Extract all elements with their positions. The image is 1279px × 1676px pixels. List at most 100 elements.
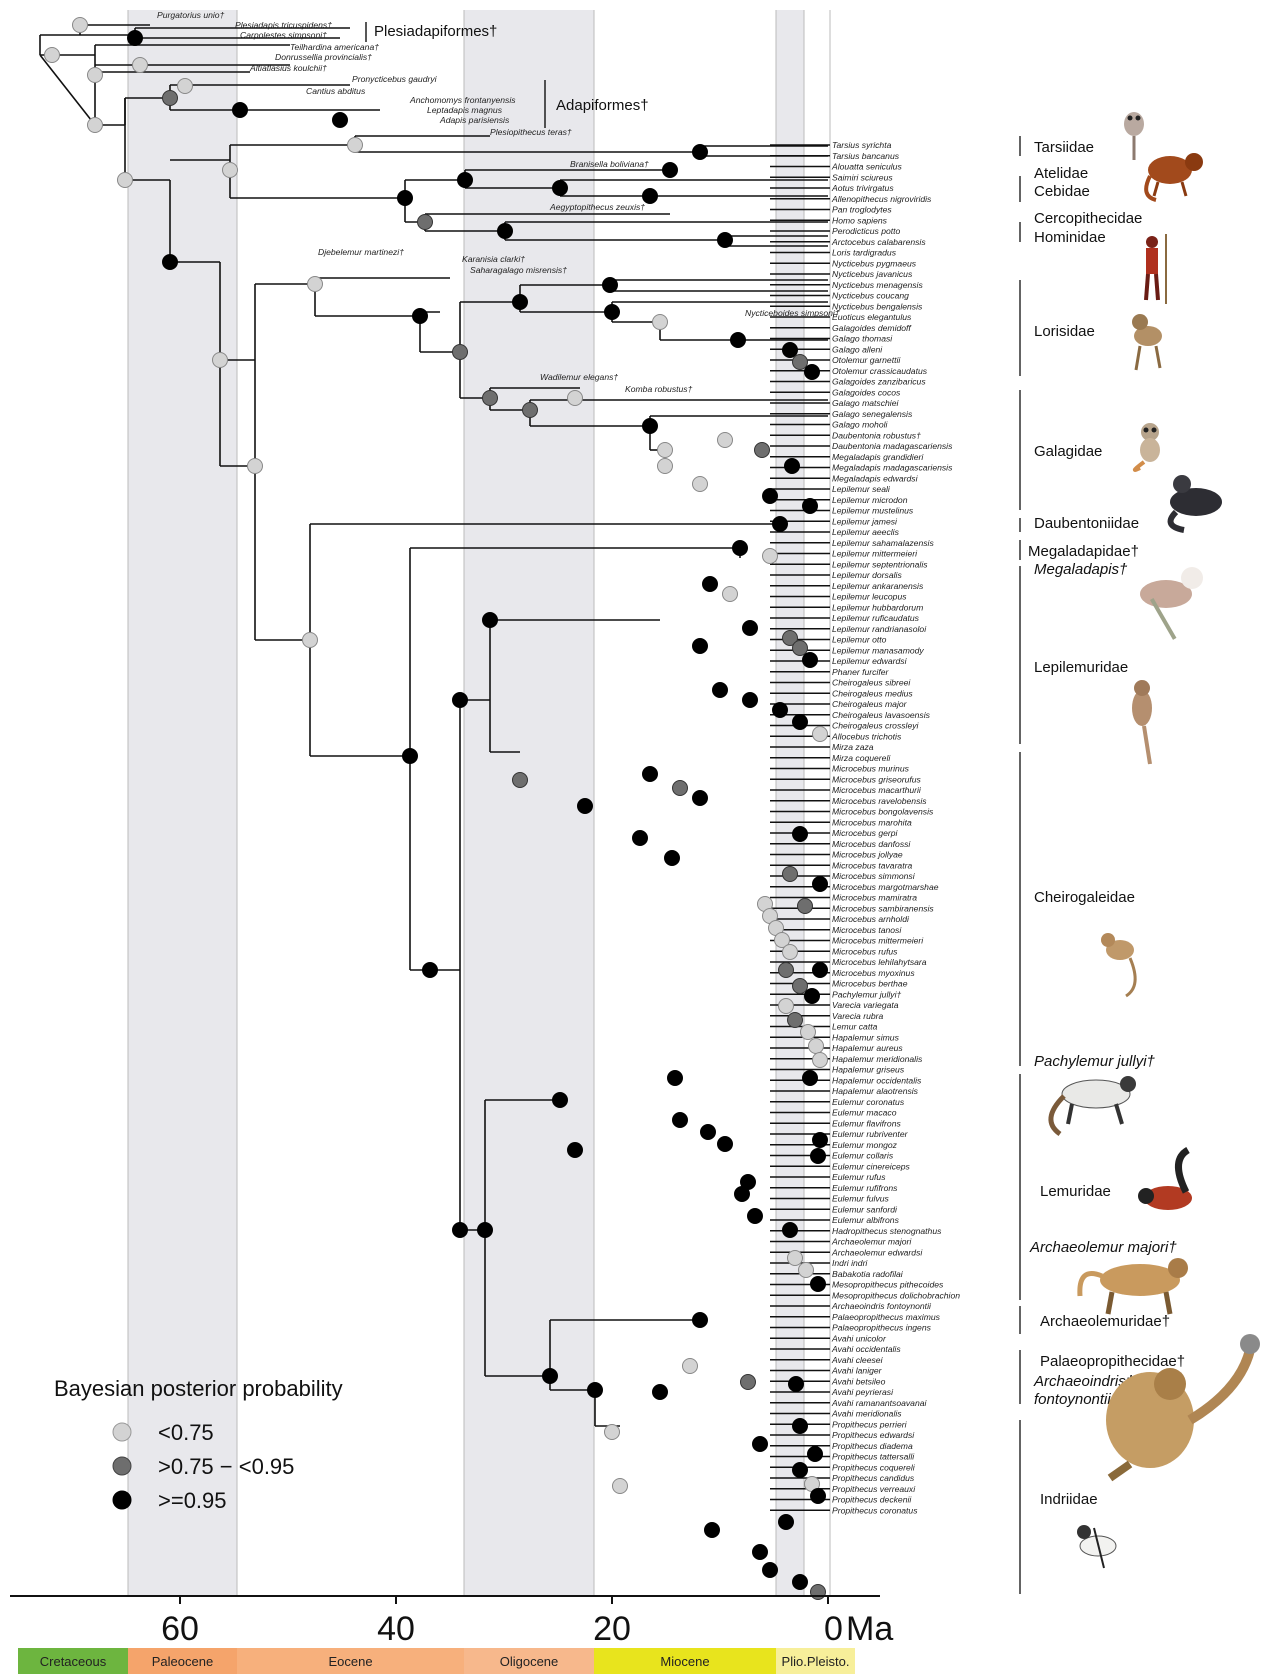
fossil-label: Wadilemur elegans† <box>540 372 618 382</box>
support-node <box>813 1053 828 1068</box>
tip-label: Propithecus edwardsi <box>832 1430 915 1440</box>
tip-label: Eulemur sanfordi <box>832 1204 898 1214</box>
support-node <box>118 173 133 188</box>
tip-label: Mesopropithecus dolichobrachion <box>832 1290 960 1300</box>
tip-label: Eulemur coronatus <box>832 1097 905 1107</box>
support-node <box>793 641 808 656</box>
support-node <box>793 355 808 370</box>
support-node <box>568 391 583 406</box>
epoch-label: Eocene <box>328 1654 372 1669</box>
support-node <box>731 333 746 348</box>
loris-illustration <box>1132 314 1162 370</box>
tip-label: Lepilemur randrianasoloi <box>832 624 927 634</box>
tip-label: Lepilemur otto <box>832 635 887 645</box>
tip-label: Lepilemur microdon <box>832 495 908 505</box>
tip-label: Eulemur collaris <box>832 1151 894 1161</box>
tip-label: Propithecus verreauxi <box>832 1484 916 1494</box>
tip-label: Eulemur albifrons <box>832 1215 900 1225</box>
support-node <box>478 1223 493 1238</box>
fossil-label: Plesiopithecus teras† <box>490 127 572 137</box>
fossil-label: Altiatlasius koulchii† <box>249 63 327 73</box>
fossil-label: Pronycticebus gaudryi <box>352 74 438 84</box>
tip-label: Propithecus perrieri <box>832 1419 908 1429</box>
support-node <box>813 963 828 978</box>
support-node <box>808 1447 823 1462</box>
tip-label: Perodicticus potto <box>832 226 901 236</box>
tip-label: Avahi betsileo <box>831 1376 886 1386</box>
tip-label: Lepilemur mittermeieri <box>832 549 918 559</box>
support-node <box>703 577 718 592</box>
tip-label: Aotus trivirgatus <box>831 183 894 193</box>
tip-label: Eulemur rufifrons <box>832 1183 898 1193</box>
support-node <box>723 587 738 602</box>
support-node <box>523 403 538 418</box>
tip-label: Euoticus elegantulus <box>832 312 912 322</box>
axis-tick-60: 60 <box>161 1610 199 1648</box>
tip-label: Indri indri <box>832 1258 868 1268</box>
tip-label: Eulemur flavifrons <box>832 1118 901 1128</box>
support-node <box>713 683 728 698</box>
tip-label: Lepilemur sahamalazensis <box>832 538 934 548</box>
support-node <box>779 999 794 1014</box>
tip-label: Eulemur rufus <box>832 1172 886 1182</box>
support-node <box>753 1437 768 1452</box>
group-label-adapiformes: Adapiformes† <box>556 97 649 114</box>
legend-swatch-mid <box>113 1457 131 1475</box>
tip-label: Hapalemur occidentalis <box>832 1075 922 1085</box>
plio-band <box>776 10 804 1595</box>
support-node <box>413 309 428 324</box>
tip-label: Avahi cleesei <box>831 1355 884 1365</box>
tip-label: Lepilemur jamesi <box>832 516 898 526</box>
tip-label: Galago alleni <box>832 344 883 354</box>
tip-label: Lepilemur dorsalis <box>832 570 902 580</box>
tip-label: Pachylemur jullyi† <box>832 989 901 999</box>
epoch-label: Cretaceous <box>40 1654 107 1669</box>
tip-label: Archaeolemur majori <box>831 1237 912 1247</box>
support-node <box>418 215 433 230</box>
tip-label: Propithecus tattersalli <box>832 1452 915 1462</box>
tip-label: Eulemur fulvus <box>832 1194 890 1204</box>
oligocene-band <box>464 10 594 1595</box>
support-node <box>805 365 820 380</box>
tip-label: Cheirogaleus major <box>832 699 908 709</box>
fossil-label: Adapis parisiensis <box>439 115 510 125</box>
tip-label: Arctocebus calabarensis <box>831 237 926 247</box>
support-node <box>398 191 413 206</box>
tip-label: Microcebus lehilahytsara <box>832 957 927 967</box>
megaladapis-illustration <box>1140 567 1203 640</box>
support-node <box>811 1149 826 1164</box>
family-label-megaladapidae: Megaladapidae† <box>1028 543 1139 560</box>
family-label-tarsiidae: Tarsiidae <box>1034 139 1094 156</box>
support-node <box>693 791 708 806</box>
support-node <box>763 549 778 564</box>
tip-label: Microcebus marohita <box>832 817 912 827</box>
support-node <box>788 1251 803 1266</box>
support-node <box>773 517 788 532</box>
paleocene-band <box>128 10 237 1595</box>
tip-label: Galago moholi <box>832 420 889 430</box>
support-node <box>603 278 618 293</box>
tip-label: Microcebus tanosi <box>832 925 902 935</box>
tip-label: Lepilemur edwardsi <box>832 656 908 666</box>
support-node <box>658 443 673 458</box>
family-label-palaeopropithecidae: Palaeopropithecidae† <box>1040 1353 1185 1370</box>
family-labels: Tarsiidae Atelidae Cebidae Cercopithecid… <box>1028 139 1185 1508</box>
tip-label: Mesopropithecus pithecoides <box>832 1280 944 1290</box>
support-node <box>248 459 263 474</box>
support-node <box>45 48 60 63</box>
support-node <box>763 489 778 504</box>
time-axis: 60 40 20 0 Ma <box>10 1596 893 1648</box>
tip-label: Allocebus trichotis <box>831 731 902 741</box>
tip-label: Propithecus coquereli <box>832 1462 916 1472</box>
support-node <box>663 163 678 178</box>
support-node <box>403 749 418 764</box>
tip-label: Homo sapiens <box>832 215 888 225</box>
support-node <box>788 1013 803 1028</box>
tip-label: Lepilemur septentrionalis <box>832 559 928 569</box>
family-label-lorisidae: Lorisidae <box>1034 323 1095 340</box>
tip-label: Palaeopropithecus maximus <box>832 1312 941 1322</box>
support-node <box>643 767 658 782</box>
tip-label: Galago thomasi <box>832 334 893 344</box>
fossil-label: Plesiadapis tricuspidens† <box>235 20 332 30</box>
tarsier-illustration <box>1124 112 1144 160</box>
